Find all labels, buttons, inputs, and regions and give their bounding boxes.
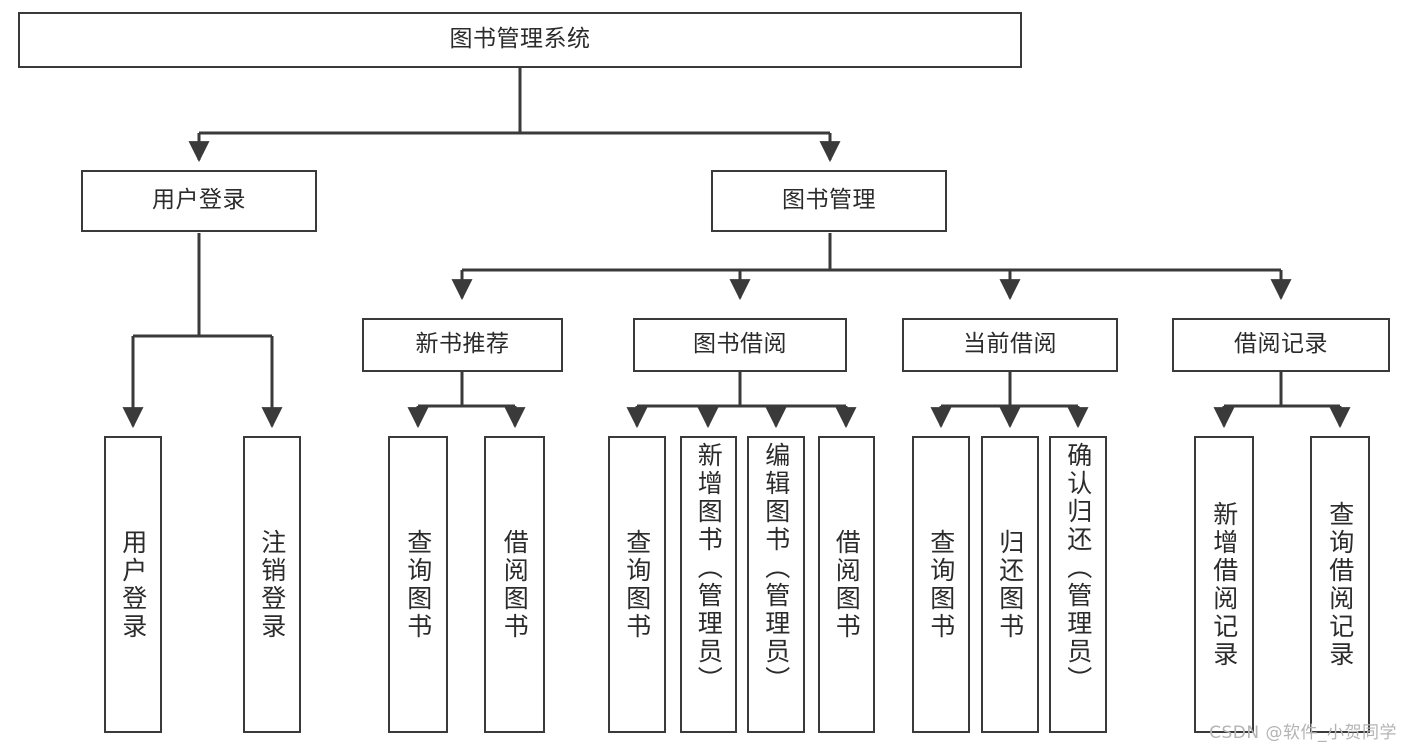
node-label: 编辑图书（管理员） bbox=[761, 442, 791, 694]
node-label: 用户登录 bbox=[152, 187, 246, 214]
node-label: 图书借阅 bbox=[693, 331, 787, 358]
node-leaf-edit-book[interactable]: 编辑图书（管理员） bbox=[747, 436, 805, 733]
node-label: 新增图书（管理员） bbox=[694, 442, 724, 694]
node-label: 用户登录 bbox=[118, 528, 148, 641]
node-label: 图书管理系统 bbox=[449, 26, 591, 53]
node-book-borrow[interactable]: 图书借阅 bbox=[633, 318, 847, 372]
node-label: 图书管理 bbox=[782, 187, 876, 214]
node-label: 注销登录 bbox=[257, 528, 287, 641]
node-label: 查询借阅记录 bbox=[1325, 500, 1355, 669]
node-leaf-borrow-book-2[interactable]: 借阅图书 bbox=[818, 436, 875, 733]
node-label: 借阅图书 bbox=[500, 528, 530, 641]
node-leaf-query-book-2[interactable]: 查询图书 bbox=[608, 436, 666, 733]
node-leaf-query-record[interactable]: 查询借阅记录 bbox=[1310, 436, 1370, 733]
node-label: 当前借阅 bbox=[963, 331, 1057, 358]
node-label: 新增借阅记录 bbox=[1209, 500, 1239, 669]
node-leaf-user-login[interactable]: 用户登录 bbox=[104, 436, 162, 733]
node-user-login[interactable]: 用户登录 bbox=[81, 170, 317, 232]
node-leaf-confirm-return[interactable]: 确认归还（管理员） bbox=[1049, 436, 1107, 733]
node-label: 借阅记录 bbox=[1234, 331, 1328, 358]
node-label: 归还图书 bbox=[995, 528, 1025, 641]
csdn-watermark: CSDN @软件_小贺同学 bbox=[1209, 723, 1397, 743]
node-label: 查询图书 bbox=[622, 528, 652, 641]
node-book-management[interactable]: 图书管理 bbox=[711, 170, 947, 232]
node-leaf-add-record[interactable]: 新增借阅记录 bbox=[1194, 436, 1254, 733]
node-borrow-record[interactable]: 借阅记录 bbox=[1172, 318, 1390, 372]
node-current-borrow[interactable]: 当前借阅 bbox=[902, 318, 1118, 372]
node-label: 新书推荐 bbox=[415, 331, 510, 358]
node-root-system[interactable]: 图书管理系统 bbox=[18, 12, 1022, 68]
node-leaf-return-book[interactable]: 归还图书 bbox=[981, 436, 1039, 733]
node-leaf-borrow-book-1[interactable]: 借阅图书 bbox=[484, 436, 545, 733]
node-label: 查询图书 bbox=[403, 528, 433, 641]
node-leaf-query-book-3[interactable]: 查询图书 bbox=[912, 436, 970, 733]
node-leaf-add-book[interactable]: 新增图书（管理员） bbox=[680, 436, 737, 733]
node-new-book-recommend[interactable]: 新书推荐 bbox=[362, 318, 563, 372]
node-leaf-query-book-1[interactable]: 查询图书 bbox=[388, 436, 448, 733]
node-leaf-logout-login[interactable]: 注销登录 bbox=[243, 436, 301, 733]
node-label: 查询图书 bbox=[926, 528, 956, 641]
node-label: 借阅图书 bbox=[832, 528, 862, 641]
node-label: 确认归还（管理员） bbox=[1063, 442, 1093, 694]
